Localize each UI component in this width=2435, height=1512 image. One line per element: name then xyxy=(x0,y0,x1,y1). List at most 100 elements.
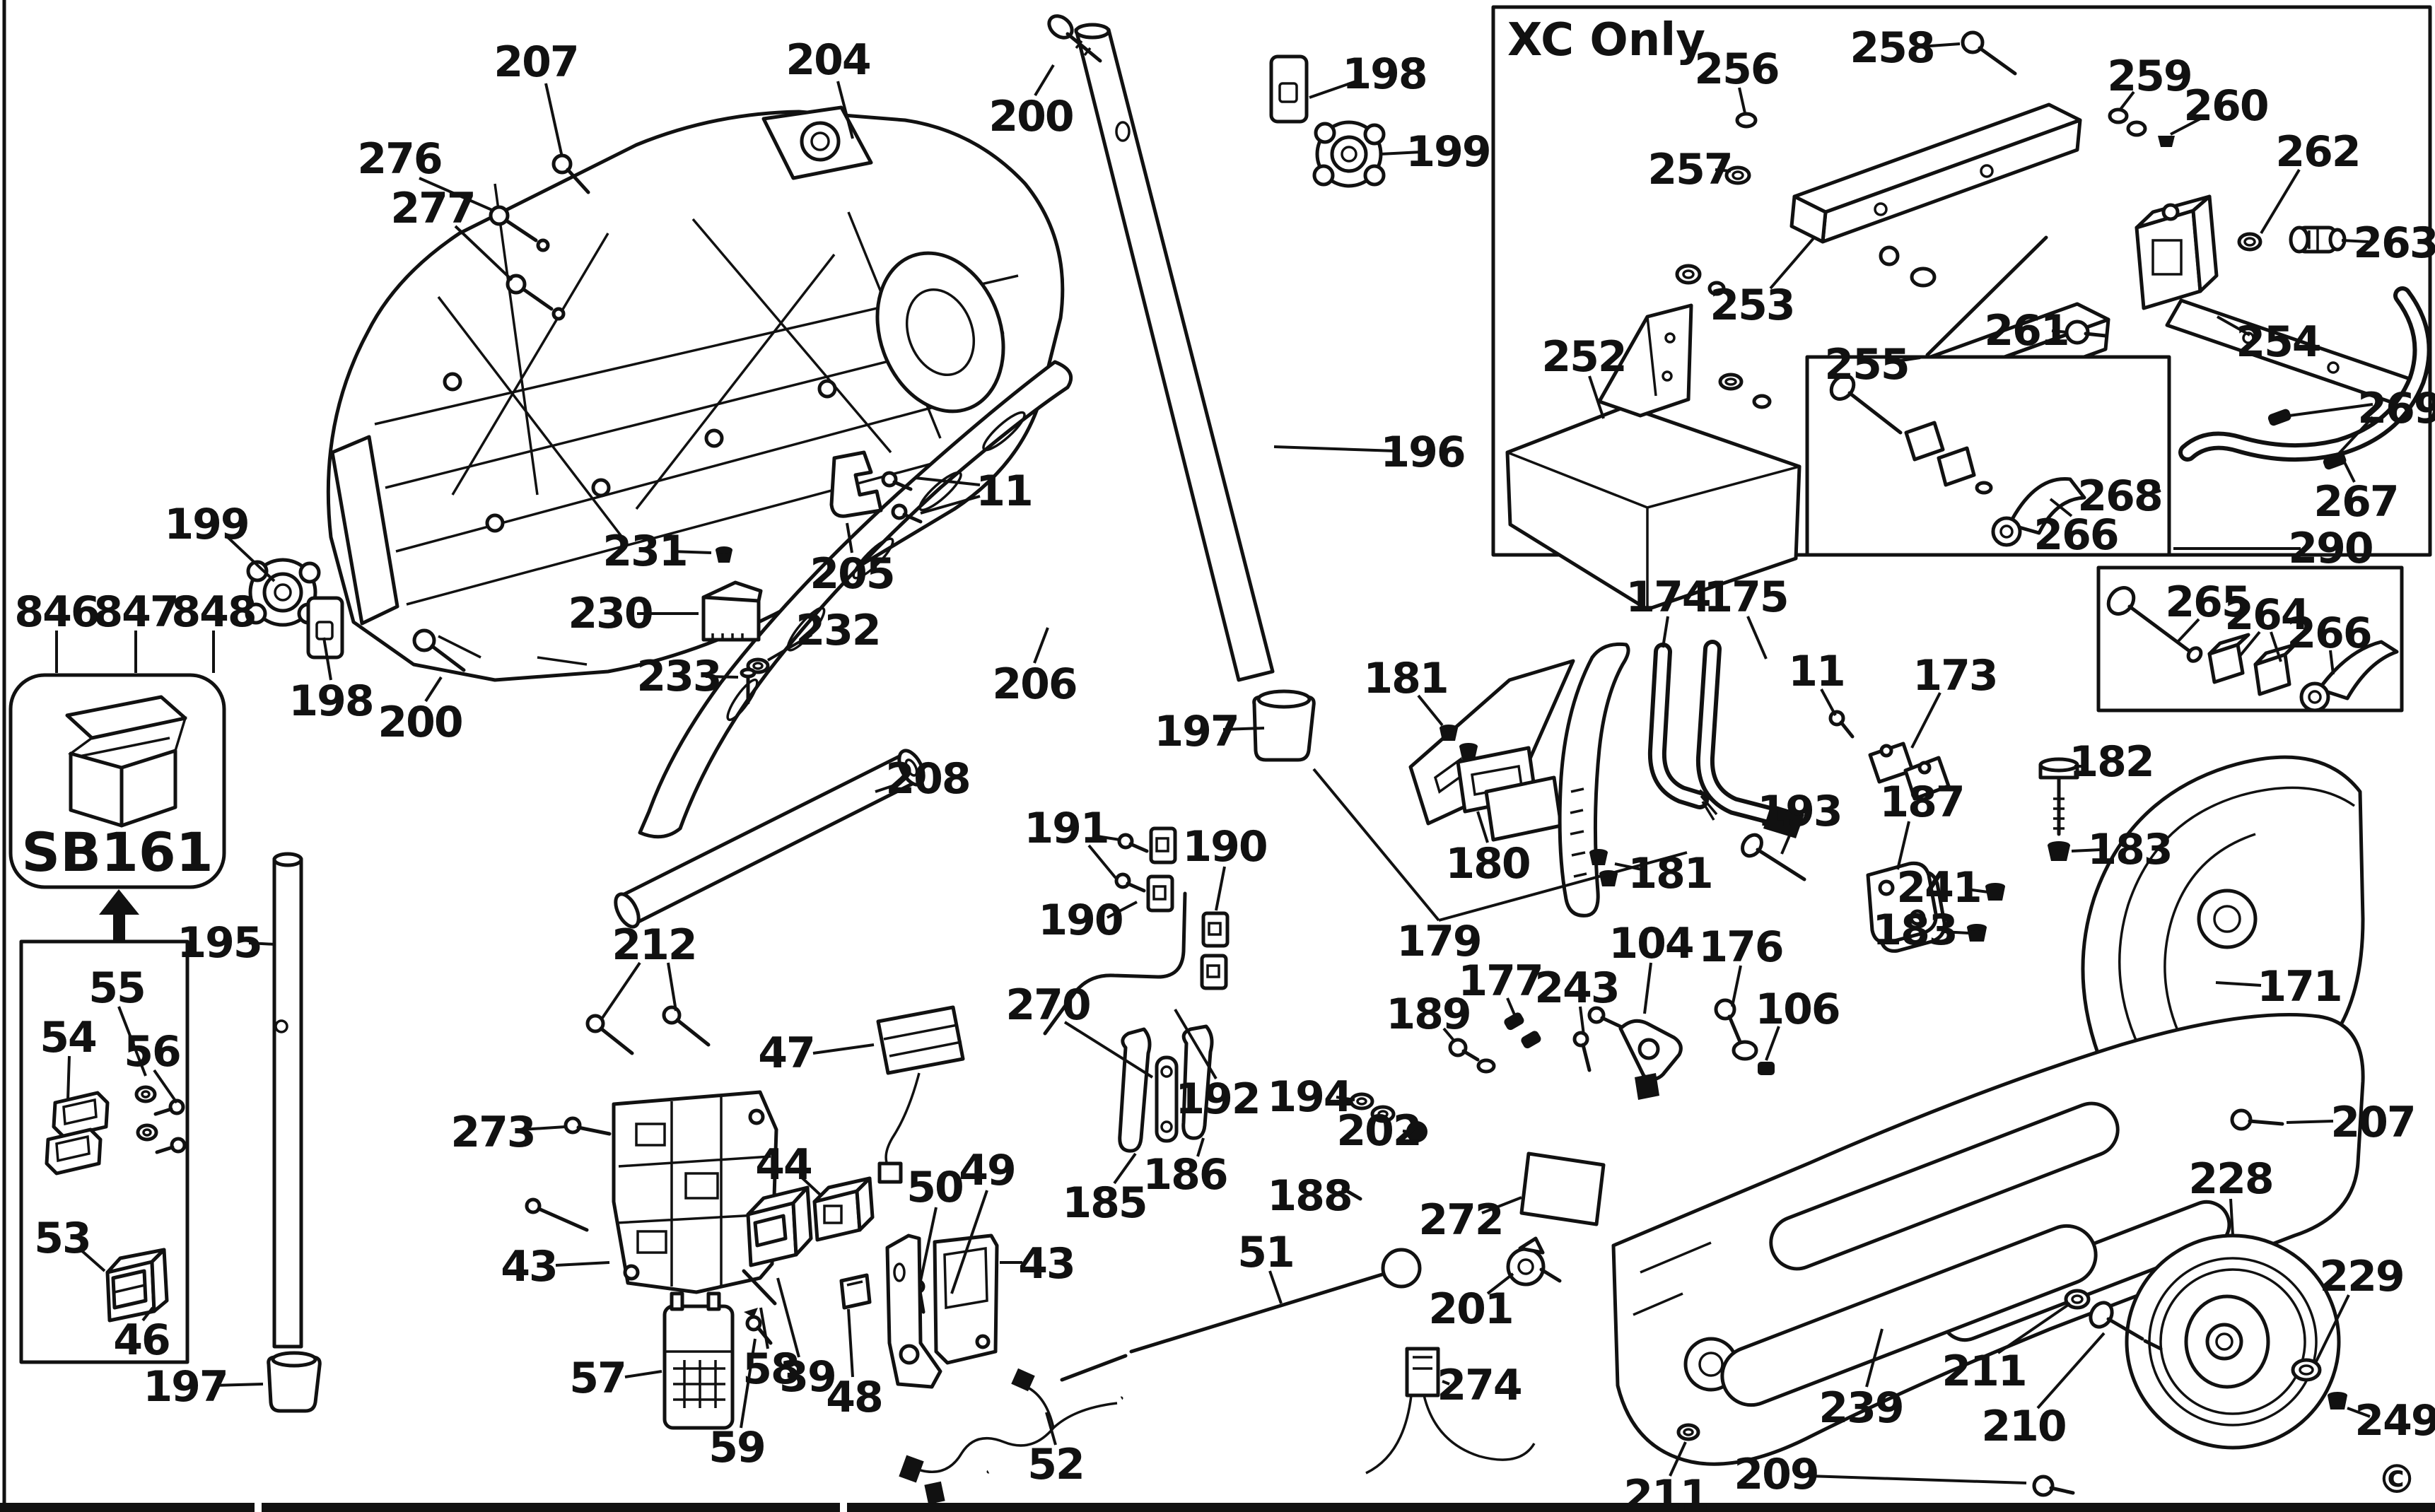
part-label-54: 54 xyxy=(40,1013,96,1062)
leader-line-264 xyxy=(2238,631,2261,657)
leader-line-43 xyxy=(555,1261,610,1267)
pellets-177 xyxy=(1504,1012,1541,1049)
part-label-183: 183 xyxy=(2087,825,2171,874)
leader-line-266 xyxy=(2049,498,2073,517)
leader-line-255 xyxy=(1891,356,1921,363)
cam-lock-201 xyxy=(1506,1236,1562,1287)
leader-line-204 xyxy=(836,81,854,139)
screw-273 xyxy=(564,1116,612,1136)
part-label-181: 181 xyxy=(1628,849,1712,898)
part-label-199: 199 xyxy=(164,500,248,549)
part-label-177: 177 xyxy=(1458,956,1542,1006)
cross-tube-208 xyxy=(614,749,925,929)
leader-line-187 xyxy=(1896,821,1910,870)
part-label-204: 204 xyxy=(786,35,870,85)
leader-line-232 xyxy=(766,633,813,662)
part-label-233: 233 xyxy=(636,652,720,701)
screws-212 xyxy=(585,1005,711,1055)
part-label-229: 229 xyxy=(2319,1252,2403,1301)
leader-line-52 xyxy=(1045,1412,1057,1446)
part-label-49: 49 xyxy=(959,1146,1015,1195)
leader-line-229 xyxy=(2315,1294,2350,1362)
part-label-171: 171 xyxy=(2257,962,2341,1012)
part-label-188: 188 xyxy=(1267,1171,1351,1221)
part-label-179: 179 xyxy=(1396,917,1481,966)
axle-screw-210-211 xyxy=(2064,1289,2163,1351)
leader-line-54 xyxy=(66,1055,71,1101)
part-label-191: 191 xyxy=(1024,804,1108,853)
leader-line-263 xyxy=(2341,239,2369,243)
leader-line-265 xyxy=(2176,618,2200,643)
leader-line-211 xyxy=(1997,1302,2072,1354)
ferrule-197-left xyxy=(267,1351,322,1413)
part-label-257: 257 xyxy=(1647,145,1732,194)
leader-line-186 xyxy=(1196,1137,1205,1157)
leader-line-205 xyxy=(846,522,853,553)
part-label-198: 198 xyxy=(288,676,373,726)
part-label-198: 198 xyxy=(1342,49,1426,99)
hinge-173 xyxy=(1868,742,1951,801)
pin-58 xyxy=(742,1269,777,1306)
part-label-261: 261 xyxy=(1984,306,2068,356)
screws-11-top xyxy=(881,471,923,524)
part-label-846: 846 xyxy=(14,587,98,637)
bolt-200-top xyxy=(1047,14,1102,63)
leader-line-185 xyxy=(1113,1152,1137,1185)
part-label-201: 201 xyxy=(1428,1284,1512,1334)
bolt-200-mid xyxy=(412,628,466,672)
part-label-266: 266 xyxy=(2033,510,2118,560)
part-label-268: 268 xyxy=(2077,471,2161,521)
xc-only-label: XC Only xyxy=(1507,14,1705,66)
leader-line-57 xyxy=(624,1370,662,1378)
clips-190 xyxy=(1146,826,1230,990)
leader-line-194 xyxy=(1336,1096,1355,1101)
part-label-200: 200 xyxy=(988,92,1073,141)
switch-39 xyxy=(746,1185,813,1267)
leader-line-228 xyxy=(2229,1198,2234,1236)
part-label-190: 190 xyxy=(1182,822,1266,872)
rocker-switch-46 xyxy=(105,1248,169,1323)
leader-line-55 xyxy=(117,1006,147,1077)
connector-44 xyxy=(812,1176,875,1242)
leader-line-210 xyxy=(2036,1332,2106,1410)
part-label-231: 231 xyxy=(602,527,687,576)
clip-48 xyxy=(839,1273,872,1310)
leader-line-39 xyxy=(776,1277,800,1358)
guard-plate-180 xyxy=(1408,659,1575,842)
leader-line-243 xyxy=(1579,1006,1585,1036)
grommet-202 xyxy=(1406,1121,1427,1142)
leader-line-195 xyxy=(248,942,276,946)
screw-276 xyxy=(489,205,550,252)
leader-line-277 xyxy=(454,225,513,281)
leader-line-233 xyxy=(705,675,739,679)
part-label-57: 57 xyxy=(569,1354,626,1403)
part-label-176: 176 xyxy=(1698,922,1782,972)
xc-hopper-252 xyxy=(1505,303,1802,611)
part-label-197: 197 xyxy=(143,1362,227,1412)
part-label-180: 180 xyxy=(1445,839,1529,889)
clip-198-top xyxy=(1269,54,1309,124)
part-label-205: 205 xyxy=(810,549,894,599)
leader-line-56 xyxy=(153,1069,178,1104)
leader-line-11 xyxy=(1820,688,1837,716)
screw-243 xyxy=(1572,1031,1592,1072)
leader-line-211 xyxy=(1669,1441,1687,1477)
leader-line-190 xyxy=(1215,866,1226,911)
leader-line-50 xyxy=(919,1207,938,1282)
leader-line-269 xyxy=(2335,416,2374,458)
link-strips-185-186-270 xyxy=(1118,1024,1214,1153)
leader-line-268 xyxy=(2146,489,2161,496)
leader-line-171 xyxy=(2215,981,2262,987)
leader-line-231 xyxy=(671,550,712,554)
leader-line-198 xyxy=(1309,80,1357,99)
part-label-194: 194 xyxy=(1267,1072,1351,1122)
leader-line-191 xyxy=(1092,834,1121,841)
part-label-183: 183 xyxy=(1872,906,1956,955)
leader-line-174 xyxy=(1662,616,1669,648)
part-label-51: 51 xyxy=(1237,1228,1294,1277)
part-label-43: 43 xyxy=(501,1242,557,1291)
brush-box-230 xyxy=(701,580,763,642)
knob-199-left xyxy=(245,558,321,627)
rod-51 xyxy=(1060,1248,1422,1382)
